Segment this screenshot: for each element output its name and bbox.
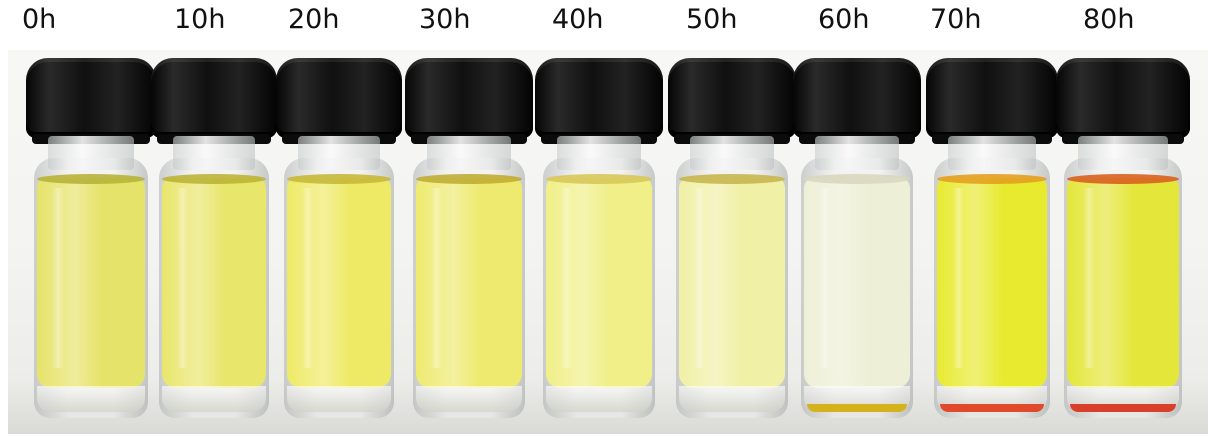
time-label-30h: 30h (419, 4, 471, 35)
glass-highlight (818, 188, 831, 368)
time-label-50h: 50h (686, 4, 738, 35)
vial-glass (284, 158, 394, 418)
vial-base (37, 386, 145, 412)
vial-base (546, 386, 652, 412)
vial-meniscus (162, 174, 266, 184)
time-label-40h: 40h (552, 4, 604, 35)
glass-highlight (301, 188, 313, 368)
vial-cap (926, 58, 1058, 144)
vial-cap (535, 58, 663, 144)
vial-20h (276, 58, 402, 418)
vial-liquid (416, 178, 522, 388)
glass-highlight (176, 188, 188, 368)
vial-cap (793, 58, 921, 144)
vial-sediment (1070, 404, 1176, 412)
vial-liquid (287, 178, 391, 388)
vial-80h (1056, 58, 1190, 418)
vial-base (679, 386, 785, 412)
glass-highlight (952, 188, 965, 368)
glass-highlight (1082, 188, 1095, 368)
time-labels: 0h 10h 20h 30h 40h 50h 60h 70h 80h (0, 0, 1214, 44)
vial-meniscus (1067, 174, 1179, 184)
vial-liquid (162, 178, 266, 388)
vial-40h (535, 58, 663, 418)
vial-liquid (37, 178, 145, 388)
vial-meniscus (937, 174, 1047, 184)
vial-sediment (807, 404, 907, 412)
vial-meniscus (416, 174, 522, 184)
vial-liquid (804, 178, 910, 388)
time-label-80h: 80h (1083, 4, 1135, 35)
time-label-70h: 70h (930, 4, 982, 35)
vial-60h (793, 58, 921, 418)
vial-glass (34, 158, 148, 418)
vial-meniscus (804, 174, 910, 184)
glass-highlight (52, 188, 64, 368)
vial-cap (26, 58, 156, 144)
vial-glass (413, 158, 525, 418)
vial-meniscus (37, 174, 145, 184)
time-label-20h: 20h (288, 4, 340, 35)
vial-glass (801, 158, 913, 418)
vial-sediment (940, 404, 1044, 412)
vial-base (287, 386, 391, 412)
vial-70h (926, 58, 1058, 418)
vial-cap (668, 58, 796, 144)
vial-10h (151, 58, 277, 418)
vial-base (416, 386, 522, 412)
time-label-10h: 10h (174, 4, 226, 35)
time-label-0h: 0h (22, 4, 57, 35)
glass-highlight (693, 188, 706, 368)
vial-cap (405, 58, 533, 144)
vial-liquid (937, 178, 1047, 388)
vial-meniscus (679, 174, 785, 184)
vial-meniscus (546, 174, 652, 184)
vial-glass (1064, 158, 1182, 418)
glass-highlight (560, 188, 573, 368)
time-label-60h: 60h (818, 4, 870, 35)
vial-glass (543, 158, 655, 418)
vial-liquid (546, 178, 652, 388)
vial-liquid (1067, 178, 1179, 388)
vial-cap (151, 58, 277, 144)
vial-cap (276, 58, 402, 144)
vial-glass (676, 158, 788, 418)
vial-0h (26, 58, 156, 418)
glass-highlight (430, 188, 443, 368)
vial-glass (934, 158, 1050, 418)
vial-50h (668, 58, 796, 418)
vial-liquid (679, 178, 785, 388)
vials-photo (8, 50, 1208, 434)
vial-cap (1056, 58, 1190, 144)
vial-glass (159, 158, 269, 418)
vial-30h (405, 58, 533, 418)
vial-meniscus (287, 174, 391, 184)
vial-base (162, 386, 266, 412)
